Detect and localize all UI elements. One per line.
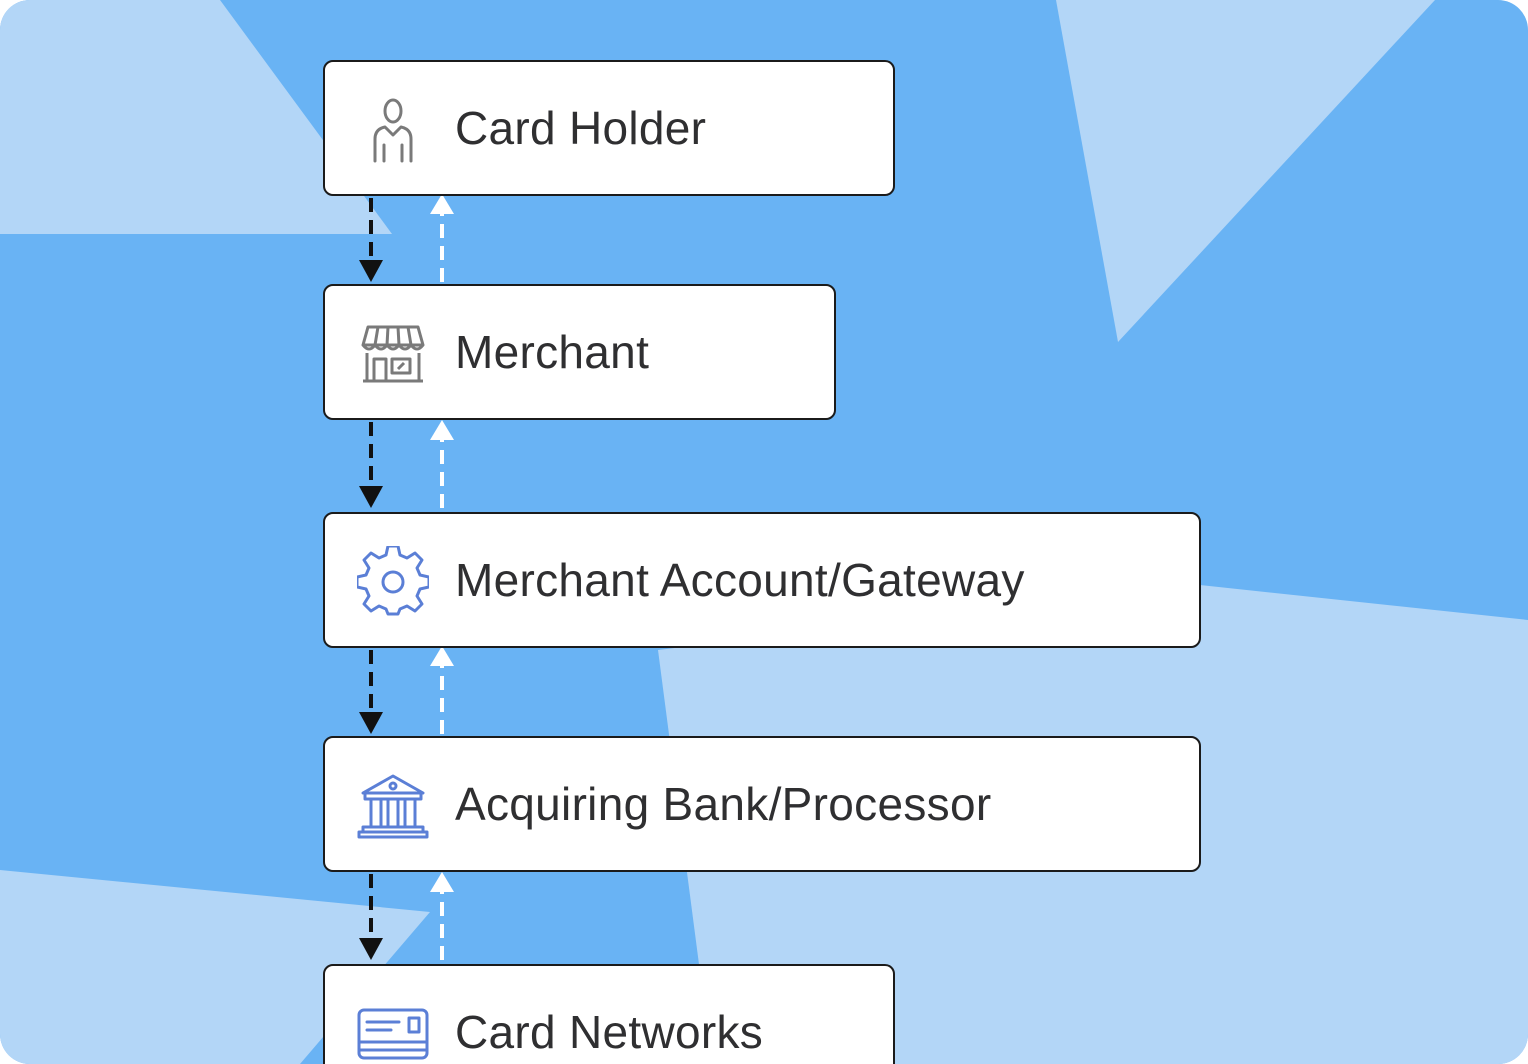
credit-card-icon [355,996,431,1064]
node-label: Card Holder [455,102,707,154]
node-card-holder: Card Holder [323,60,895,196]
node-card-networks: Card Networks [323,964,895,1064]
gear-icon [355,544,431,620]
person-icon [355,92,431,168]
node-label: Merchant [455,326,650,378]
node-label: Merchant Account/Gateway [455,554,1025,606]
bank-icon [355,768,431,844]
storefront-icon [355,316,431,392]
connector-cardholder-merchant [359,194,454,282]
connector-merchant-gateway [359,420,454,508]
connector-bank-networks [359,872,454,960]
node-label: Acquiring Bank/Processor [455,778,992,830]
node-merchant: Merchant [323,284,836,420]
node-acquiring-bank-processor: Acquiring Bank/Processor [323,736,1201,872]
node-merchant-account-gateway: Merchant Account/Gateway [323,512,1201,648]
node-label: Card Networks [455,1006,764,1058]
connector-gateway-bank [359,646,454,734]
